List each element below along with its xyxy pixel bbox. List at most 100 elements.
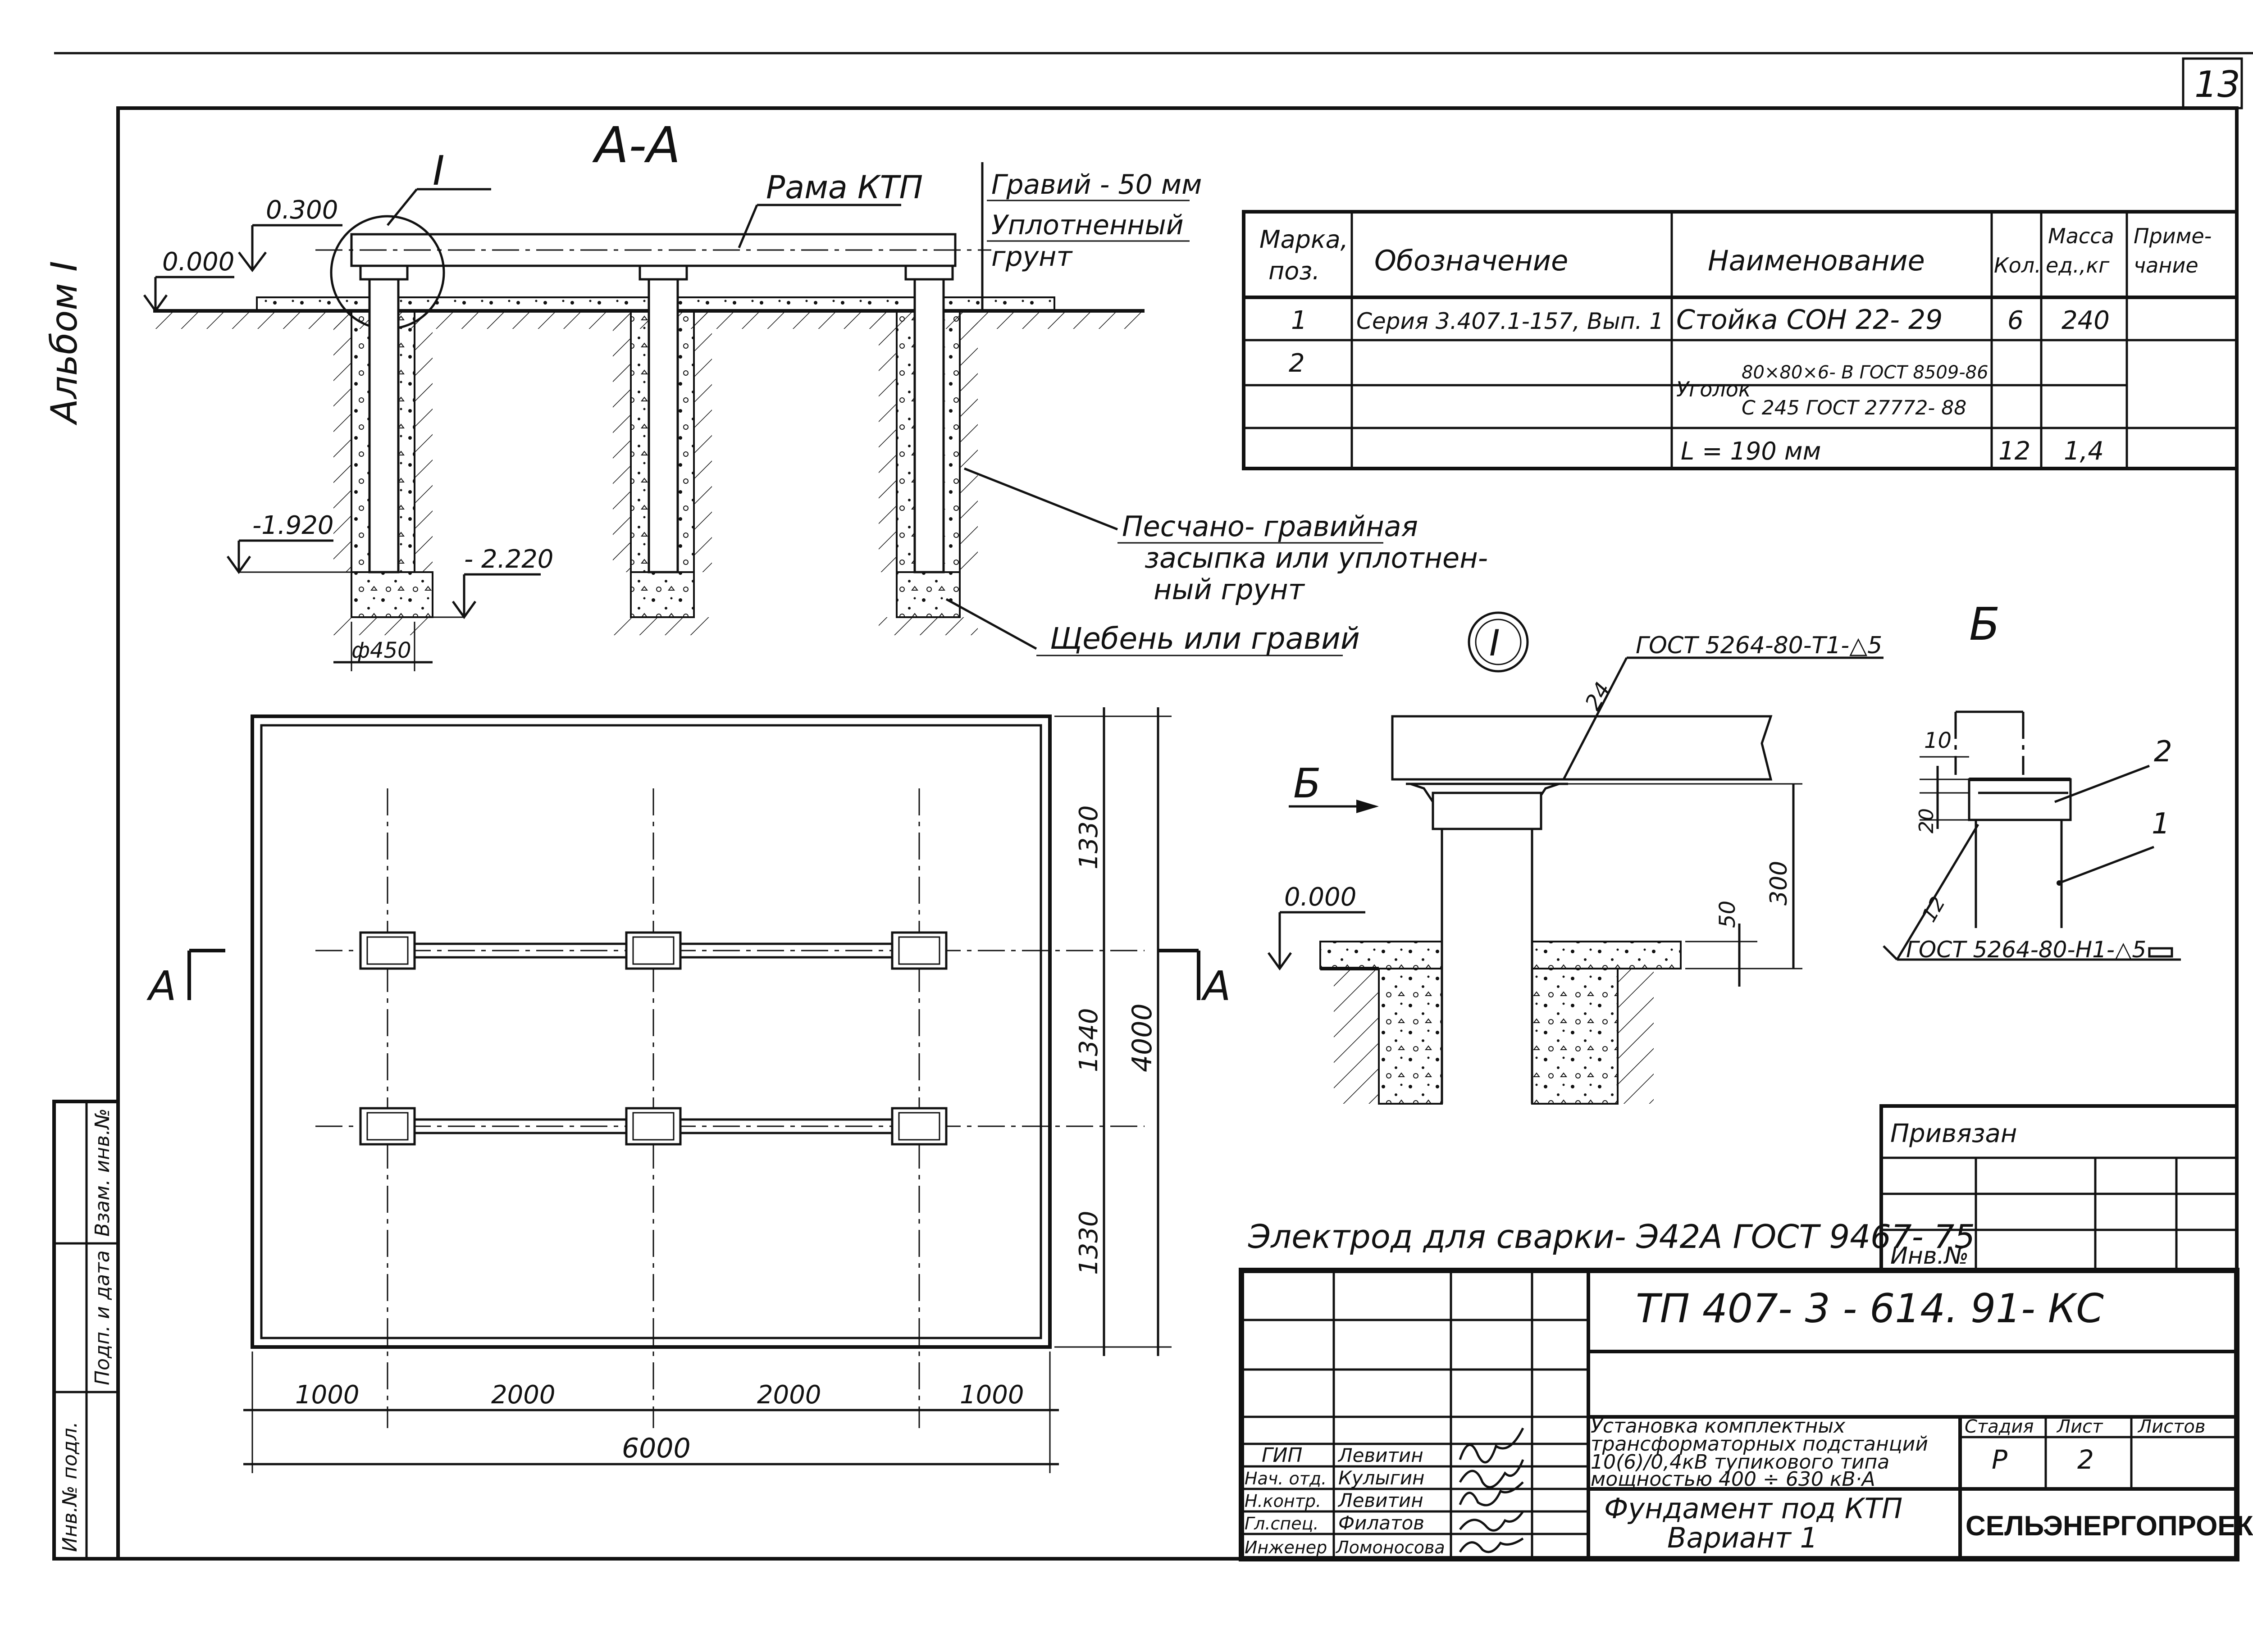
signatory-role-4: Гл.спец. [1245, 1514, 1319, 1534]
spec-row1-mass: 240 [2061, 306, 2110, 335]
spec-row3-qty: 12 [1998, 437, 2030, 466]
sheet-title-1: Фундамент под КТП [1604, 1492, 1902, 1525]
node-i-level: 0.000 [1284, 883, 1356, 912]
spec-header-mass-1: Масса [2048, 224, 2114, 248]
node-i-title: I [1489, 622, 1500, 664]
view-b-pos-2: 2 [2154, 735, 2172, 769]
backfill-label-1: Песчано- гравийная [1122, 510, 1418, 543]
plan-view: А А 1000 2000 2000 1000 6000 1330 1340 1… [146, 707, 1231, 1473]
node-i-weld-size: 24 [1580, 678, 1616, 715]
spec-row2-pos: 2 [1289, 349, 1305, 378]
spec-header-note-1: Приме- [2134, 224, 2212, 248]
sheet-title-2: Вариант 1 [1667, 1521, 1818, 1554]
view-b-weld-note: ГОСТ 5264-80-Н1-△5 [1906, 937, 2146, 963]
signatory-name-3: Левитин [1337, 1489, 1423, 1511]
view-b-pos-1: 1 [2152, 807, 2170, 841]
binding-box: Привязан Инв.№ [1879, 1104, 2239, 1272]
view-b-dim-10: 10 [1924, 728, 1952, 753]
stage-value: Р [1992, 1444, 2007, 1475]
post-middle [613, 264, 712, 635]
spec-row2-line2: С 245 ГОСТ 27772- 88 [1742, 396, 1966, 419]
electrode-note: Электрод для сварки- Э42А ГОСТ 9467- 75 [1248, 1218, 1975, 1256]
spec-row1-qty: 6 [2007, 306, 2024, 335]
signature-marks [1459, 1427, 1524, 1553]
side-stamp-cell-1: Взам. инв.№ [91, 1108, 114, 1237]
crushed-label: Щебень или гравий [1050, 621, 1360, 656]
doc-code: ТП 407- 3 - 614. 91- КС [1636, 1285, 2104, 1332]
backfill-label-2: засыпка или уплотнен- [1145, 542, 1488, 574]
plan-dim-total-height: 4000 [1126, 1003, 1158, 1072]
spec-row2-prefix: Уголок [1676, 377, 1751, 401]
spec-row1-pos: 1 [1291, 306, 1307, 335]
project-title-4: мощностью 400 ÷ 630 кВ·А [1591, 1468, 1875, 1491]
view-b-title: Б [1969, 598, 2000, 651]
spec-header-designation: Обозначение [1374, 244, 1568, 277]
spec-row1-designation: Серия 3.407.1-157, Вып. 1 [1356, 308, 1664, 334]
node-i-view-arrow-label: Б [1293, 760, 1321, 807]
level-0300: 0.300 [266, 196, 338, 225]
project-title-3: 10(6)/0,4кВ тупикового типа [1591, 1451, 1889, 1474]
signatory-name-1: Левитин [1337, 1444, 1423, 1466]
node-i-dim-50: 50 [1715, 901, 1740, 928]
signatory-role-5: Инженер [1245, 1538, 1327, 1557]
spec-header-mass-2: ед.,кг [2046, 253, 2110, 278]
plan-post [359, 931, 948, 1146]
spec-table: Марка, поз. Обозначение Наименование Кол… [1242, 210, 2239, 470]
section-aa-title: А-А [592, 116, 680, 174]
plan-dim-bottom-1: 1000 [295, 1380, 360, 1410]
post-right [879, 264, 978, 635]
spec-row1-name: Стойка СОН 22- 29 [1676, 304, 1943, 336]
post-left [333, 264, 433, 635]
drawing-frame [116, 106, 2239, 1561]
signatory-name-4: Филатов [1338, 1512, 1424, 1534]
plan-cut-right: А [1201, 963, 1231, 1010]
plan-dim-right-2: 1340 [1074, 1008, 1104, 1072]
level-2220: - 2.220 [464, 545, 553, 574]
signatory-name-5: Ломоносова [1335, 1538, 1445, 1557]
view-b-dim-20: 20 [1915, 808, 1938, 833]
album-label: Альбом I [43, 261, 85, 426]
binding-title: Привязан [1890, 1119, 2017, 1148]
sheet-number: 13 [2194, 64, 2240, 105]
project-title-2: трансформаторных подстанций [1591, 1433, 1928, 1456]
signatory-role-3: Н.контр. [1245, 1491, 1321, 1511]
plan-dim-bottom-4: 1000 [960, 1380, 1024, 1410]
frame-label: Рама КТП [766, 169, 923, 206]
view-b: Б 10 20 12 2 1 ГОСТ 5264-80-Н1-△5 [1883, 598, 2181, 963]
sheet-no-value: 2 [2077, 1444, 2094, 1475]
plan-cut-left: А [146, 963, 177, 1010]
side-stamp-cell-2: Подп. и дата [91, 1250, 114, 1385]
side-stamp: Взам. инв.№ Подп. и дата Инв.№ подл. [52, 1100, 120, 1561]
section-aa: А-А I [143, 116, 1488, 671]
sheet-number-box [2182, 57, 2243, 109]
organization: СЕЛЬЭНЕРГОПРОЕКТ [1966, 1511, 2253, 1542]
spec-header-pos-1: Марка, [1259, 225, 1348, 254]
compacted-label-1: Уплотненный [991, 209, 1184, 241]
side-stamp-cell-3: Инв.№ подл. [59, 1421, 82, 1552]
spec-header-note-2: чание [2134, 253, 2198, 278]
spec-header-qty: Кол. [1994, 253, 2041, 278]
backfill-label-3: ный грунт [1154, 573, 1305, 606]
diameter-label: ф450 [351, 638, 411, 663]
project-title-1: Установка комплектных [1591, 1415, 1846, 1438]
signatory-role-2: Нач. отд. [1245, 1469, 1327, 1488]
signatory-role-1: ГИП [1262, 1444, 1303, 1467]
binding-inv-no: Инв.№ [1890, 1242, 1969, 1270]
sheets-label: Листов [2137, 1416, 2205, 1437]
signatory-name-2: Кулыгин [1338, 1467, 1425, 1489]
stage-label: Стадия [1965, 1416, 2034, 1437]
node-i-ref: I [433, 147, 445, 195]
node-i-dim-300: 300 [1765, 861, 1792, 906]
spec-row3-name: L = 190 мм [1681, 437, 1821, 465]
plan-dim-right-1: 1330 [1074, 805, 1104, 869]
plan-dim-right-3: 1330 [1074, 1211, 1104, 1275]
spec-header-pos-2: поз. [1268, 257, 1320, 285]
sheet-label: Лист [2056, 1416, 2103, 1437]
spec-row2-line1: 80×80×6- В ГОСТ 8509-86 [1742, 362, 1988, 383]
level-0000: 0.000 [162, 247, 234, 277]
node-i-weld-note: ГОСТ 5264-80-Т1-△5 [1636, 632, 1882, 659]
plan-dim-bottom-3: 2000 [757, 1380, 821, 1410]
plan-dim-bottom-2: 2000 [491, 1380, 556, 1410]
gravel-label: Гравий - 50 мм [991, 169, 1202, 200]
